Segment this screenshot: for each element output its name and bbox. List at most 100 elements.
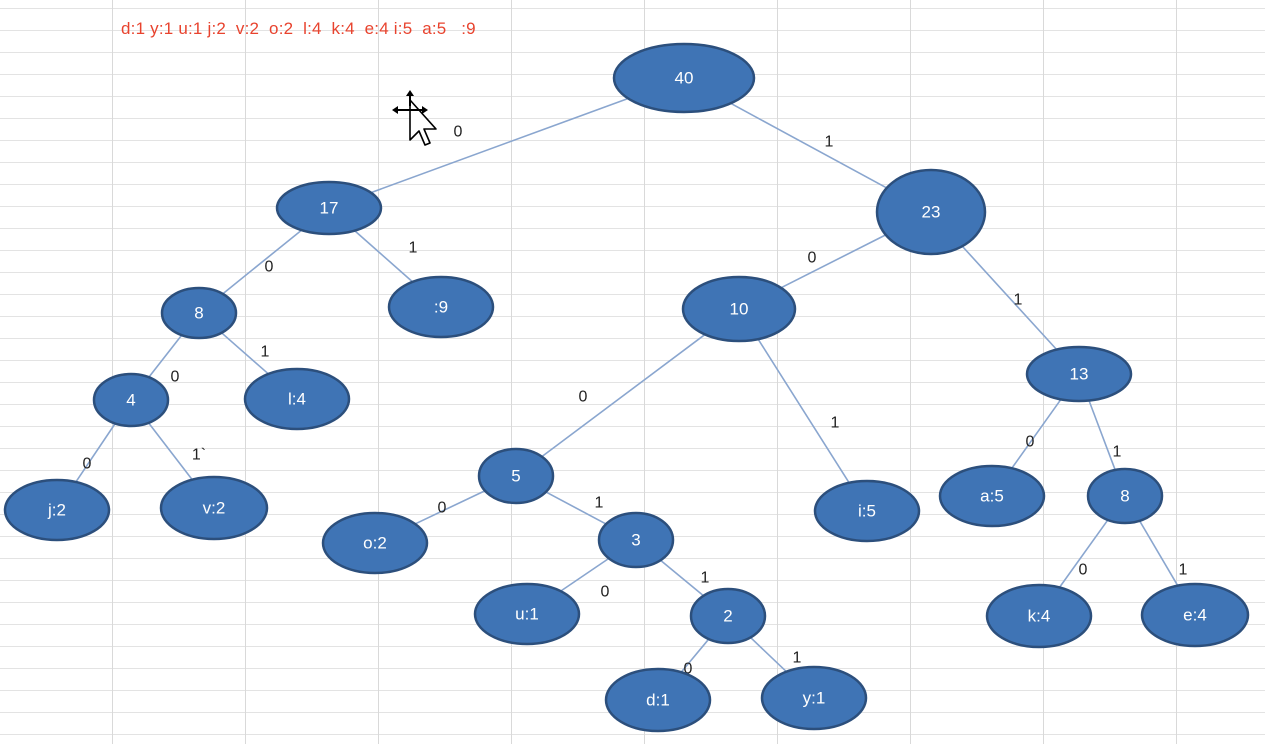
node-label: l:4 xyxy=(288,390,306,409)
node-label: 3 xyxy=(631,531,640,550)
node-label: v:2 xyxy=(203,499,226,518)
edge-label: 0 xyxy=(808,250,817,267)
edge-n8b-ne4 xyxy=(1138,520,1179,587)
edge-n2-nd1 xyxy=(680,638,710,673)
tree-node-nl4: l:4 xyxy=(243,367,351,431)
tree-node-ny1: y:1 xyxy=(760,665,868,731)
tree-node-n10: 10 xyxy=(681,275,797,343)
edge-n10-ni5 xyxy=(757,338,850,484)
node-ellipse xyxy=(813,479,921,543)
tree-node-n13: 13 xyxy=(1025,345,1133,403)
node-ellipse xyxy=(321,511,429,575)
tree-node-n9: :9 xyxy=(387,275,495,339)
node-ellipse xyxy=(612,42,756,114)
edge-label: 0 xyxy=(1079,562,1088,579)
edge-n40-n17 xyxy=(370,97,629,194)
node-ellipse xyxy=(604,667,712,733)
tree-node-na5: a:5 xyxy=(938,464,1046,528)
edge-label: 0 xyxy=(579,389,588,406)
node-ellipse xyxy=(477,447,555,505)
node-label: j:2 xyxy=(47,501,66,520)
node-label: o:2 xyxy=(363,534,387,553)
tree-node-n4: 4 xyxy=(92,372,170,428)
edge-n8a-n4 xyxy=(148,334,183,378)
tree-node-n8b: 8 xyxy=(1086,467,1164,525)
edge-label: 1 xyxy=(409,240,418,257)
node-label: 40 xyxy=(675,69,694,88)
node-label: y:1 xyxy=(803,689,826,708)
node-label: 5 xyxy=(511,467,520,486)
node-ellipse xyxy=(1086,467,1164,525)
tree-node-n2: 2 xyxy=(689,587,767,645)
node-ellipse xyxy=(875,168,987,256)
node-ellipse xyxy=(597,511,675,569)
edge-n8a-nl4 xyxy=(221,332,269,375)
node-ellipse xyxy=(1025,345,1133,403)
edge-n23-n10 xyxy=(780,234,887,289)
edge-label: 1 xyxy=(1113,444,1122,461)
tree-node-no2: o:2 xyxy=(321,511,429,575)
frequency-legend: d:1 y:1 u:1 j:2 v:2 o:2 l:4 k:4 e:4 i:5 … xyxy=(121,19,476,38)
node-ellipse xyxy=(938,464,1046,528)
tree-node-n17: 17 xyxy=(275,180,383,236)
edge-n3-nu1 xyxy=(560,557,610,592)
node-label: i:5 xyxy=(858,502,876,521)
node-ellipse xyxy=(689,587,767,645)
node-ellipse xyxy=(473,582,581,646)
tree-node-nv2: v:2 xyxy=(159,475,269,541)
node-label: :9 xyxy=(434,298,448,317)
tree-node-nd1: d:1 xyxy=(604,667,712,733)
node-label: 4 xyxy=(126,391,135,410)
edge-n4-nj2 xyxy=(75,423,116,483)
node-label: 8 xyxy=(194,304,203,323)
node-label: d:1 xyxy=(646,691,670,710)
edge-n10-n5 xyxy=(541,333,706,458)
edge-n5-n3 xyxy=(545,491,607,525)
edge-label: 1 xyxy=(701,570,710,587)
node-ellipse xyxy=(275,180,383,236)
edge-label: 1 xyxy=(595,495,604,512)
edge-label: 1 xyxy=(831,415,840,432)
node-ellipse xyxy=(760,665,868,731)
node-label: k:4 xyxy=(1028,607,1051,626)
edge-label: 1 xyxy=(261,344,270,361)
edge-label: 0 xyxy=(684,661,693,678)
node-ellipse xyxy=(243,367,351,431)
edge-n17-n9 xyxy=(354,230,414,283)
move-cursor-icon xyxy=(392,90,437,146)
node-ellipse xyxy=(681,275,797,343)
edge-n13-na5 xyxy=(1011,398,1062,469)
edge-n40-n23 xyxy=(730,102,888,189)
edge-label: 0 xyxy=(1026,434,1035,451)
edge-n23-n13 xyxy=(961,245,1058,351)
node-ellipse xyxy=(160,286,238,340)
edge-label: 0 xyxy=(438,500,447,517)
edge-n17-n8a xyxy=(222,229,303,295)
edge-n3-n2 xyxy=(659,559,705,597)
edge-n8b-nk4 xyxy=(1058,519,1109,588)
edge-label: 0 xyxy=(454,124,463,141)
tree-node-nu1: u:1 xyxy=(473,582,581,646)
tree-node-ni5: i:5 xyxy=(813,479,921,543)
tree-node-ne4: e:4 xyxy=(1140,582,1250,648)
tree-node-n23: 23 xyxy=(875,168,987,256)
node-label: 2 xyxy=(723,607,732,626)
node-label: e:4 xyxy=(1183,606,1207,625)
node-label: 10 xyxy=(730,300,749,319)
node-ellipse xyxy=(3,478,111,542)
node-ellipse xyxy=(387,275,495,339)
node-label: 23 xyxy=(922,203,941,222)
edge-n5-no2 xyxy=(414,490,486,525)
edge-label: 0 xyxy=(83,456,92,473)
node-label: 17 xyxy=(320,199,339,218)
node-label: 8 xyxy=(1120,487,1129,506)
node-ellipse xyxy=(985,583,1093,649)
node-ellipse xyxy=(159,475,269,541)
tree-node-nk4: k:4 xyxy=(985,583,1093,649)
edge-label: 1 xyxy=(793,650,802,667)
node-ellipse xyxy=(92,372,170,428)
edge-label: 0 xyxy=(601,584,610,601)
edge-label: 1 xyxy=(825,134,834,151)
edge-label: 0 xyxy=(171,369,180,386)
